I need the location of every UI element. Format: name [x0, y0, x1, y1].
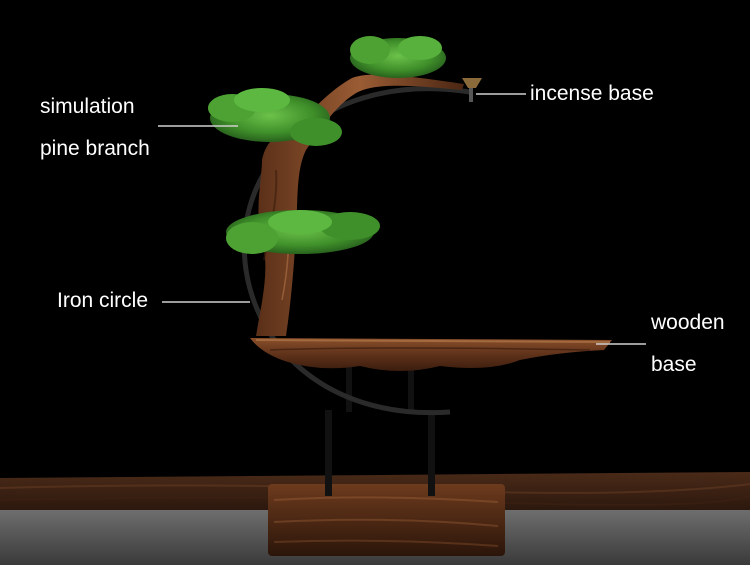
iron-circle	[241, 86, 471, 416]
wooden-tray-base	[250, 338, 612, 371]
incense-holder-cup	[462, 78, 482, 88]
label-base: base	[651, 353, 697, 376]
label-simulation: simulation	[40, 95, 135, 118]
pine-foliage-top	[350, 36, 446, 78]
iron-post-right	[428, 410, 435, 496]
label-wooden: wooden	[651, 311, 725, 334]
pine-foliage-upper-left	[208, 88, 342, 146]
label-incense-base: incense base	[530, 82, 654, 105]
label-pine-branch: pine branch	[40, 137, 150, 160]
pine-foliage-middle	[226, 210, 380, 254]
iron-post-left	[325, 410, 332, 496]
label-iron-circle: Iron circle	[57, 289, 149, 312]
